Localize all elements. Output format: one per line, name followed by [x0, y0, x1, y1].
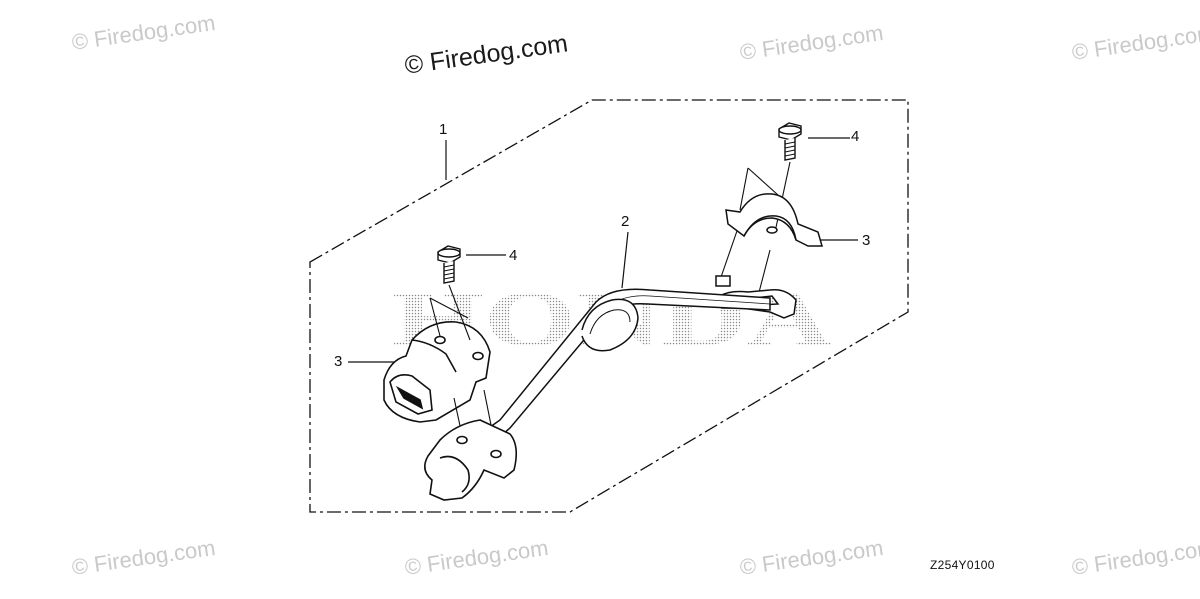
callout-4-right: 4 — [851, 128, 860, 145]
clamp-upper-right — [725, 193, 823, 247]
callout-2: 2 — [621, 213, 630, 230]
callout-3-left: 3 — [334, 353, 343, 370]
clamp-lower-left — [424, 419, 518, 501]
bolt-left — [437, 245, 461, 284]
callout-3-right: 3 — [862, 232, 871, 249]
assembly-lines-left — [429, 284, 497, 451]
callout-1: 1 — [439, 121, 448, 138]
stay-pipe — [484, 275, 771, 442]
bolt-right — [778, 122, 802, 161]
callout-leader — [621, 231, 629, 289]
kit-boundary — [309, 99, 909, 513]
clamp-upper-left — [383, 321, 491, 423]
diagram-code: Z254Y0100 — [930, 558, 995, 572]
callout-4-left: 4 — [509, 247, 518, 264]
